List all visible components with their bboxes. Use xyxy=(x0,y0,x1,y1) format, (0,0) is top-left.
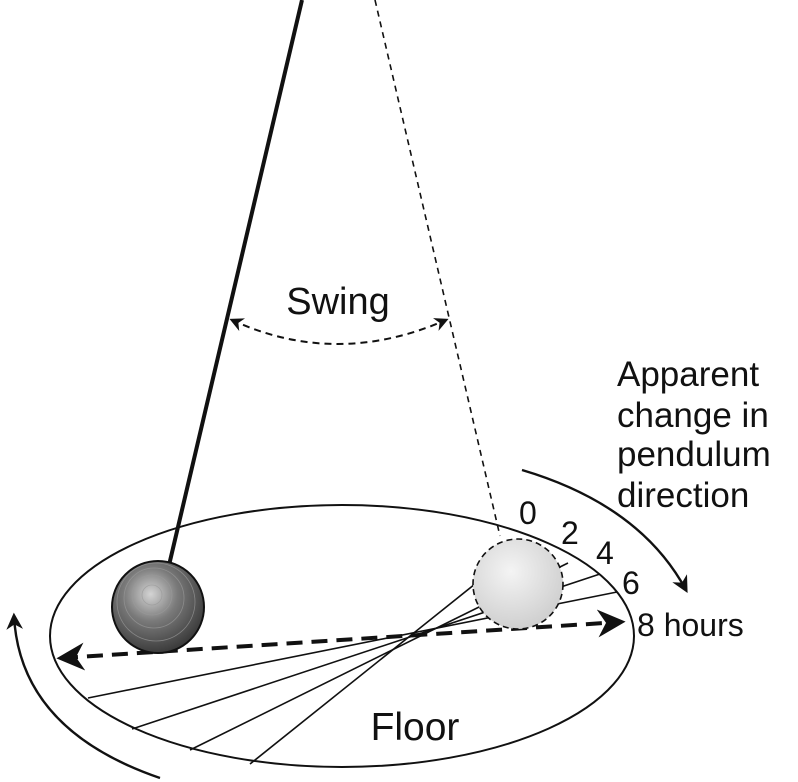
floor-rotation-arrow xyxy=(6,612,161,780)
apparent-change-line-3: pendulum xyxy=(617,435,771,474)
apparent-change-line-1: Apparent xyxy=(617,355,759,394)
hour-label-4: 4 xyxy=(596,535,614,571)
swing-label: Swing xyxy=(286,281,390,323)
pendulum-bob-shading xyxy=(116,562,196,642)
pendulum-cord-ghost xyxy=(374,0,501,537)
apparent-rotation-arrow xyxy=(521,468,688,593)
hour-label-6: 6 xyxy=(622,565,640,601)
pendulum-cord xyxy=(164,0,304,579)
hour-label-0: 0 xyxy=(519,495,537,531)
pendulum-bob-ghost xyxy=(472,538,564,630)
apparent-change-line-2: change in xyxy=(617,396,769,435)
floor-label: Floor xyxy=(371,706,460,749)
hour-label-8: 8 hours xyxy=(637,607,744,643)
hour-label-2: 2 xyxy=(561,515,579,551)
apparent-change-line-4: direction xyxy=(617,476,749,515)
swing-arc-arrow xyxy=(229,318,449,345)
floor-ellipse xyxy=(49,504,635,768)
